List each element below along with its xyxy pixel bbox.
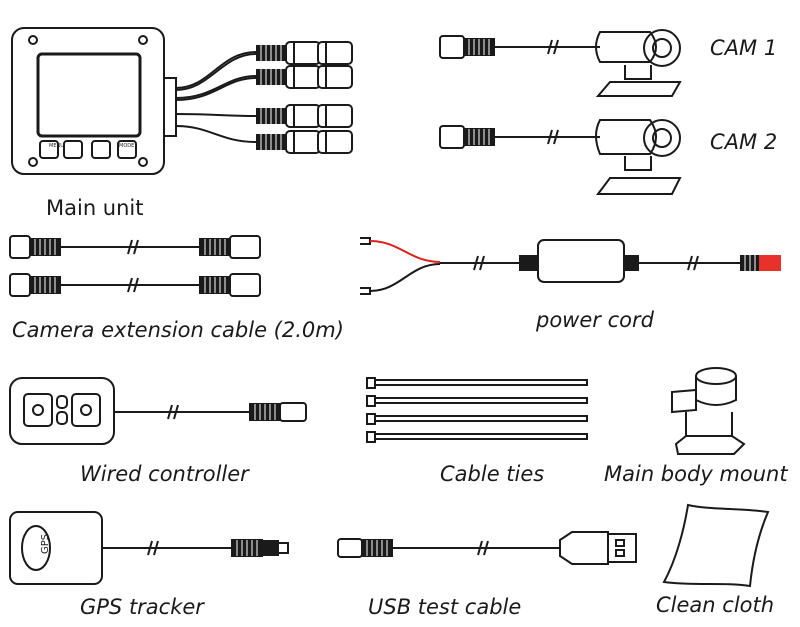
usb-test-cable-caption: USB test cable bbox=[368, 595, 522, 619]
cam1-drawing bbox=[439, 29, 682, 97]
cable-ties-caption: Cable ties bbox=[440, 462, 545, 486]
gps-tracker-caption: GPS tracker bbox=[80, 595, 204, 619]
clean-cloth-caption: Clean cloth bbox=[656, 593, 775, 617]
clean-cloth-drawing bbox=[662, 503, 770, 588]
body-mount-caption: Main body mount bbox=[604, 462, 788, 486]
power-cord-caption: power cord bbox=[536, 308, 654, 332]
usb-test-cable-drawing bbox=[337, 531, 637, 565]
wired-controller-drawing bbox=[9, 377, 307, 445]
extension-cables-drawing bbox=[9, 235, 261, 297]
mode-button-label: MODE bbox=[119, 143, 134, 149]
wired-controller-caption: Wired controller bbox=[80, 462, 249, 486]
main-unit-connectors bbox=[255, 41, 353, 154]
body-mount-drawing bbox=[671, 367, 746, 455]
main-unit-caption: Main unit bbox=[46, 196, 144, 220]
cam2-caption: CAM 2 bbox=[710, 130, 778, 154]
gps-tracker-drawing bbox=[9, 511, 289, 585]
power-cord-drawing bbox=[360, 237, 781, 295]
main-unit-drawing bbox=[11, 27, 257, 175]
cam1-caption: CAM 1 bbox=[710, 36, 778, 60]
menu-button-label: MENU bbox=[49, 143, 64, 149]
gps-device-label: GPS bbox=[40, 534, 51, 554]
cam2-drawing bbox=[439, 119, 682, 195]
cable-ties-drawing bbox=[366, 377, 588, 443]
extension-cable-caption: Camera extension cable (2.0m) bbox=[12, 318, 344, 342]
